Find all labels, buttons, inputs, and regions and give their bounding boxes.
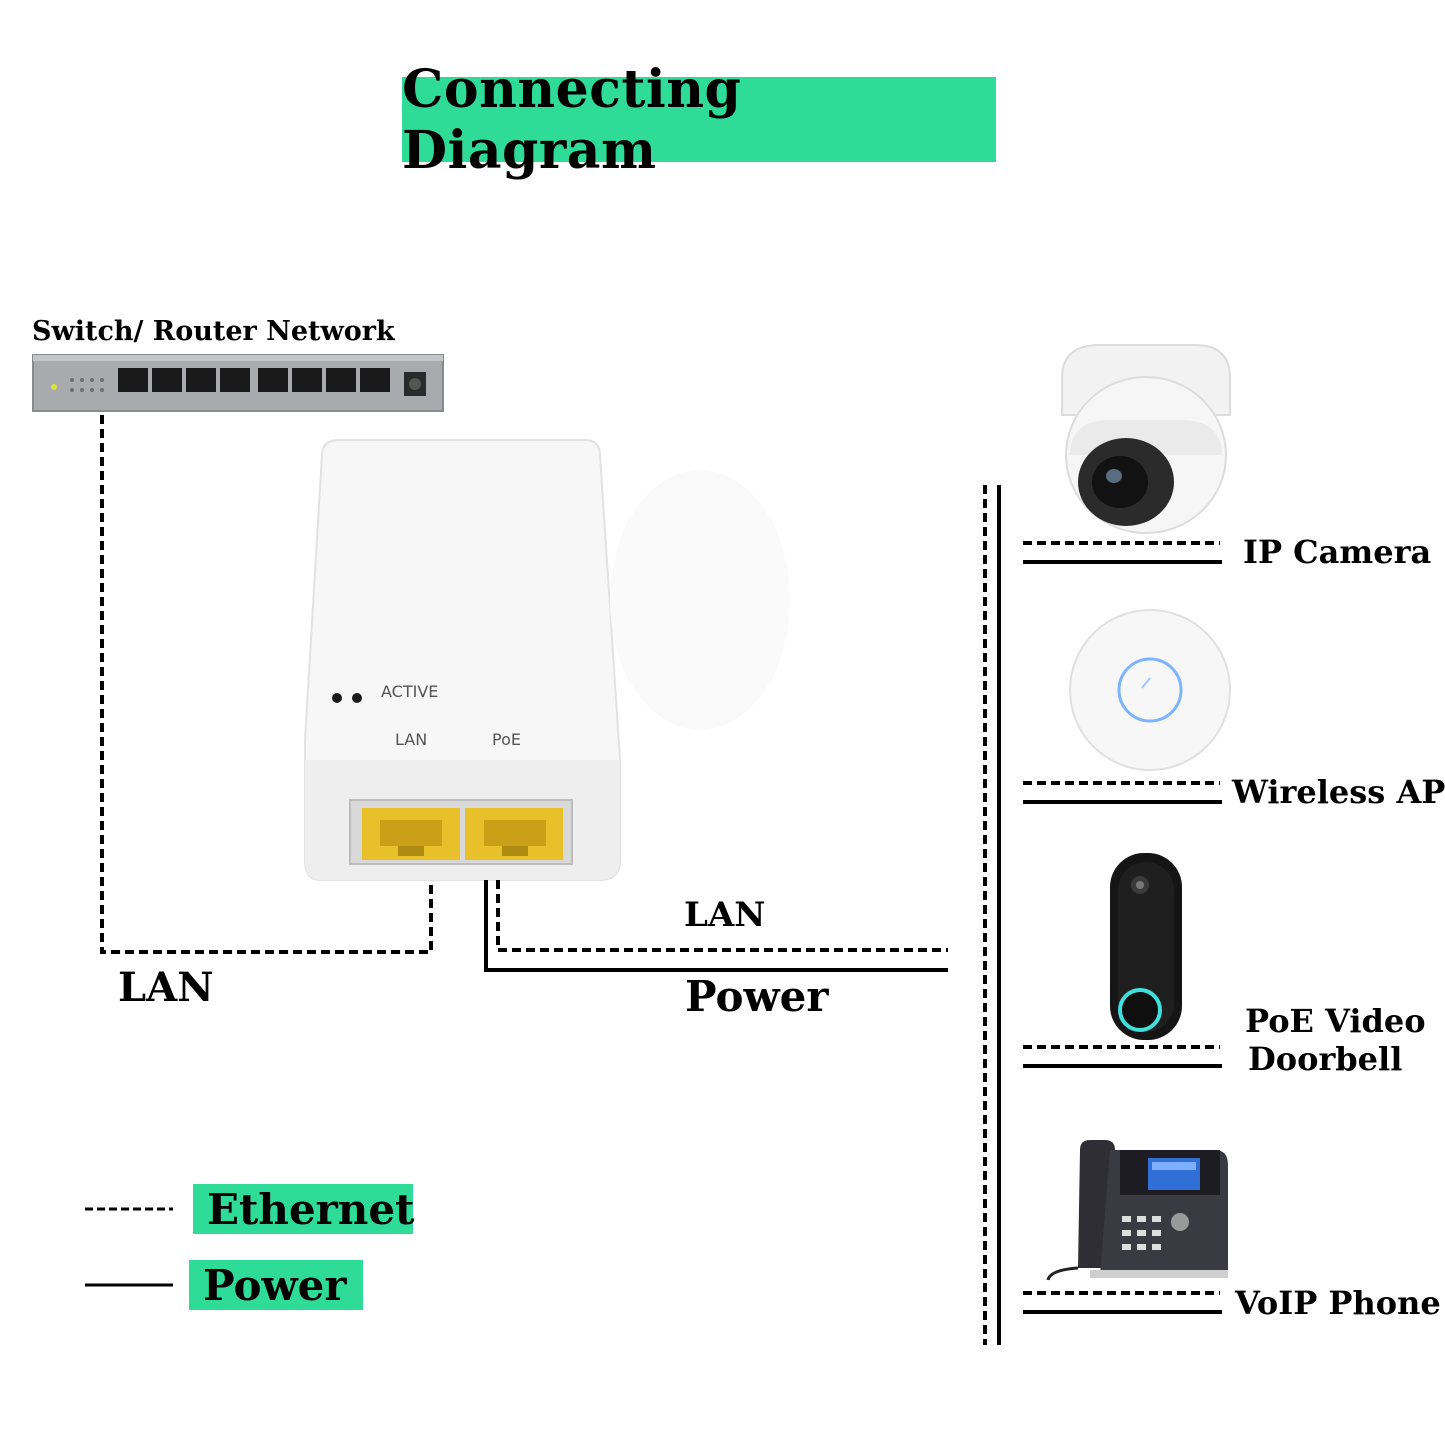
legend-label-ethernet: Ethernet (207, 1184, 415, 1234)
input-lan-label: LAN (118, 964, 214, 1011)
device-label-doorbell-line2: Doorbell (1248, 1040, 1403, 1078)
network-switch-icon (32, 354, 444, 412)
output-lan-line (496, 880, 948, 952)
switch-label: Switch/ Router Network (32, 316, 395, 347)
port-poe-label: PoE (492, 730, 521, 749)
device-label-ip-camera: IP Camera (1243, 533, 1432, 571)
wireless-ap-icon (1069, 609, 1231, 771)
output-power-label: Power (685, 972, 829, 1021)
output-lan-label: LAN (684, 895, 766, 935)
voip-phone-icon (1046, 1140, 1228, 1281)
legend-item-ethernet: Ethernet (193, 1184, 415, 1234)
device-label-wireless-ap: Wireless AP (1232, 773, 1445, 811)
title-banner: Connecting Diagram (402, 59, 996, 181)
device-branch-lines (1023, 541, 1222, 1314)
poe-injector-icon: ACTIVE LAN PoE (304, 439, 790, 881)
video-doorbell-icon (1110, 853, 1182, 1040)
active-indicator-label: ACTIVE (381, 682, 438, 701)
device-label-doorbell-line1: PoE Video (1245, 1002, 1426, 1040)
legend-label-power: Power (203, 1260, 347, 1310)
page-title: Connecting Diagram (402, 58, 742, 181)
input-ethernet-line (100, 415, 433, 954)
legend-item-power: Power (189, 1260, 363, 1310)
output-power-line (484, 880, 948, 972)
device-label-voip-phone: VoIP Phone (1235, 1284, 1441, 1322)
port-lan-label: LAN (395, 730, 427, 749)
ip-camera-icon (1061, 344, 1231, 534)
